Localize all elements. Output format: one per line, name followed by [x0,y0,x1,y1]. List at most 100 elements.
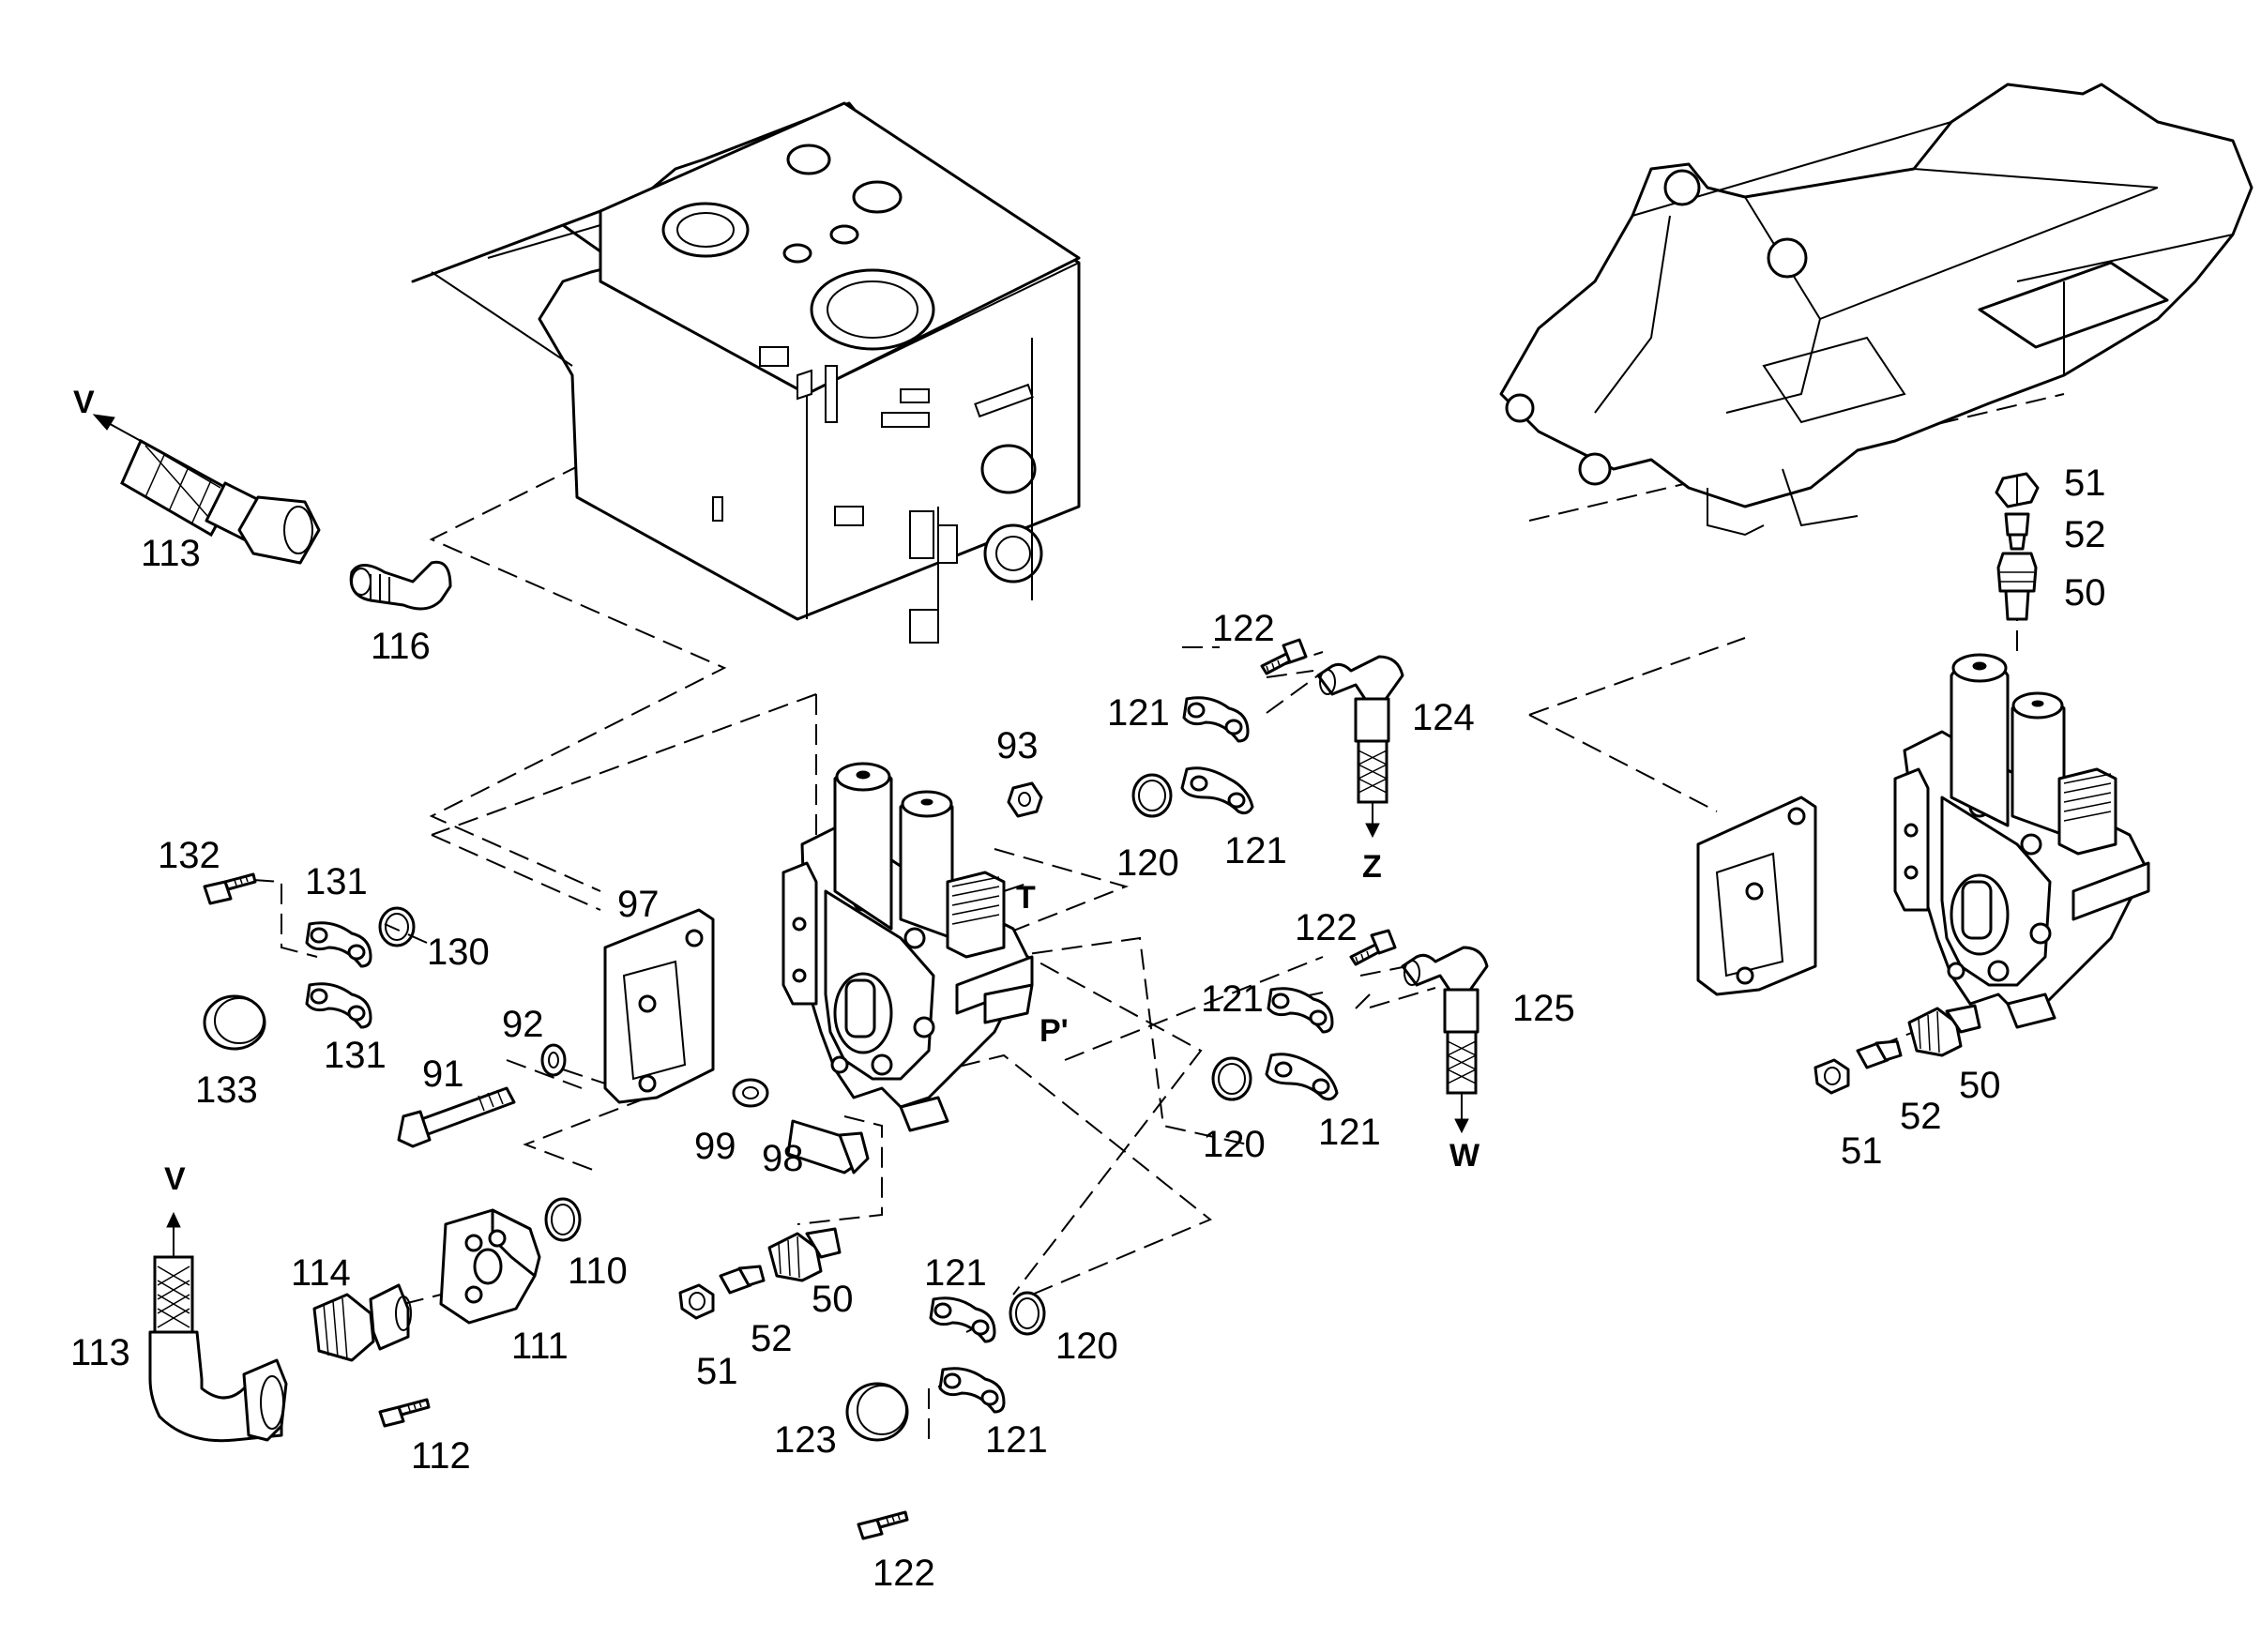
callout-52-a: 52 [751,1318,793,1359]
oring-130 [378,906,416,947]
callout-130: 130 [427,932,490,973]
clamp-121-a [1182,696,1250,743]
reducer-52-b [2004,512,2030,551]
hydraulic-tank [411,101,1081,644]
callout-labels: 113 116 122 121 124 93 120 121 132 131 1… [70,462,2106,1594]
washer-99 [732,1078,769,1108]
port-label-v-top: V [73,385,95,420]
callout-123: 123 [774,1419,837,1461]
callout-91: 91 [422,1053,464,1095]
clamp-121-b [1180,766,1254,815]
callout-132: 132 [158,835,220,876]
callout-121-b: 121 [1224,830,1287,871]
bolt-98 [786,1119,870,1175]
reducer-52-a [719,1265,766,1295]
elbow-116 [349,560,452,611]
clamp-131-b [305,982,372,1029]
callout-121-e: 121 [924,1252,987,1294]
callout-111: 111 [511,1326,569,1367]
screw-122-bottom [857,1510,909,1540]
callout-52-b: 52 [2064,514,2106,555]
reducer-52-c [1856,1039,1903,1069]
callout-113-top: 113 [141,533,201,574]
callout-97: 97 [617,884,660,925]
callout-124: 124 [1412,697,1475,738]
port-label-z: Z [1362,849,1382,885]
callout-99: 99 [694,1126,736,1167]
port-label-t: T [1016,880,1036,916]
fitting-114 [312,1283,412,1362]
elbow-125 [1401,946,1489,1134]
callout-51-c: 51 [1841,1130,1883,1172]
fitting-50-a [767,1227,842,1282]
flange-111 [439,1208,541,1325]
callout-51-b: 51 [2064,462,2106,504]
clamp-121-f [938,1367,1006,1414]
callout-121-f: 121 [985,1419,1048,1461]
clamp-131-a [305,921,372,968]
plug-133 [203,994,266,1051]
callout-120-a: 120 [1116,842,1179,884]
callout-98: 98 [762,1138,804,1179]
oring-120-b [1211,1056,1252,1101]
control-valve-main [781,762,1034,1132]
callout-125: 125 [1512,988,1575,1029]
callout-51-a: 51 [696,1351,738,1392]
port-label-v-bottom: V [164,1161,186,1197]
hose-113-top [120,438,321,565]
nut-93 [1007,781,1043,818]
port-label-p: P' [1039,1013,1069,1049]
oring-110 [544,1197,582,1242]
control-valve-right [1893,653,2150,1029]
port-labels: V V Z W T P' [73,385,1480,1197]
callout-120-b: 120 [1203,1124,1266,1165]
screw-132 [203,872,257,905]
fitting-50-b [1996,552,2038,621]
callout-50-b: 50 [2064,572,2106,614]
arrow-v-top [92,414,142,442]
callout-121-a: 121 [1107,692,1170,734]
bolt-91 [397,1086,516,1148]
callout-112: 112 [411,1435,471,1477]
callout-122-mid: 122 [1295,907,1358,948]
nut-51-c [1813,1058,1850,1095]
callout-93: 93 [996,725,1039,766]
callout-110: 110 [568,1250,628,1292]
oring-120-c [1009,1291,1046,1336]
machine-frame [1499,83,2253,537]
clamp-121-e [929,1296,996,1343]
callout-113-bottom: 113 [70,1332,130,1373]
callout-131-a: 131 [305,861,368,902]
screw-112 [378,1398,431,1428]
clamp-121-d [1265,1053,1339,1101]
callout-121-c: 121 [1201,978,1264,1020]
screw-122-mid [1349,929,1397,966]
plate-97 [603,908,715,1104]
nut-51-b [1995,472,2040,508]
plug-123 [845,1382,909,1442]
fitting-50-c [1907,1004,1981,1057]
plate-right [1696,796,1817,996]
hose-113-bottom [148,1211,288,1443]
callout-122-bottom: 122 [873,1553,935,1594]
nut-51-a [678,1283,715,1320]
screw-122-top [1260,638,1308,675]
clamp-121-c [1267,987,1334,1034]
callout-122-top: 122 [1212,608,1275,649]
callout-133: 133 [195,1069,258,1111]
callout-52-c: 52 [1900,1096,1942,1137]
callout-116: 116 [371,626,431,667]
callout-114: 114 [291,1252,351,1294]
callout-50-a: 50 [812,1279,854,1320]
callout-121-d: 121 [1318,1112,1381,1153]
washer-92 [540,1043,567,1077]
callout-92: 92 [502,1004,544,1045]
callout-131-b: 131 [324,1035,387,1076]
callout-120-c: 120 [1055,1326,1118,1367]
port-label-w: W [1449,1138,1480,1174]
callout-50-c: 50 [1959,1065,2001,1106]
elbow-124 [1316,655,1404,839]
oring-120-a [1131,773,1173,818]
